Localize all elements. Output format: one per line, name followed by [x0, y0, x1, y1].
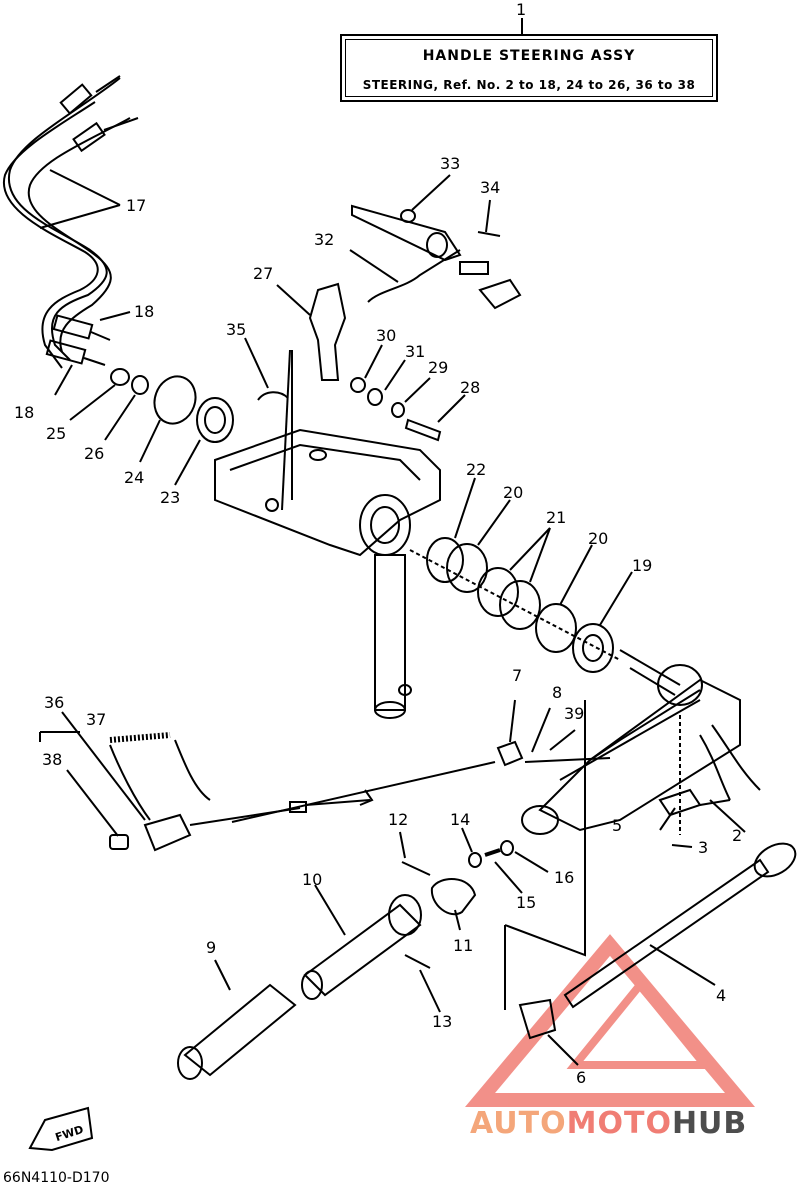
callout-28: 28 — [460, 378, 481, 397]
part-throttle-shaft-10 — [301, 894, 422, 1000]
callout-36: 36 — [44, 693, 65, 712]
part-washer-20a — [446, 543, 488, 593]
callout-16: 16 — [554, 868, 575, 887]
callout-25: 25 — [46, 424, 67, 443]
part-bracket-7 — [496, 740, 524, 767]
part-collar-11 — [430, 877, 477, 916]
callout-35: 35 — [226, 320, 247, 339]
callout-27: 27 — [253, 264, 274, 283]
part-washer-20b — [535, 603, 577, 653]
part-cap-38 — [109, 834, 129, 850]
fwd-arrow-icon — [28, 1106, 94, 1152]
callout-3: 3 — [698, 838, 709, 857]
part-link-33 — [351, 204, 462, 262]
part-rod-32 — [367, 249, 461, 303]
part-washer-19 — [572, 623, 614, 673]
watermark-part-2: MOTO — [566, 1106, 672, 1141]
callout-19: 19 — [632, 556, 653, 575]
callout-33: 33 — [440, 154, 461, 173]
callout-23: 23 — [160, 488, 181, 507]
part-plate-24 — [153, 375, 197, 425]
callout-38: 38 — [42, 750, 63, 769]
part-washer-23 — [196, 397, 234, 443]
part-bushing-21a — [477, 567, 519, 617]
part-spring-15 — [484, 848, 501, 857]
drawing-code: 66N4110-D170 — [3, 1170, 110, 1186]
callout-26: 26 — [84, 444, 105, 463]
steering-cables — [2, 75, 139, 369]
callout-31: 31 — [405, 342, 426, 361]
callout-7: 7 — [512, 666, 523, 685]
steering-bracket — [214, 428, 441, 719]
callout-11: 11 — [453, 936, 474, 955]
callout-32: 32 — [314, 230, 335, 249]
callout-10: 10 — [302, 870, 323, 889]
callout-24: 24 — [124, 468, 145, 487]
part-nut-25 — [110, 368, 130, 386]
callout-4: 4 — [716, 986, 727, 1005]
part-switch-36 — [143, 813, 192, 852]
callout-14: 14 — [450, 810, 471, 829]
part-washer-29 — [391, 402, 405, 418]
callout-18-upper: 18 — [134, 302, 155, 321]
callout-20-lower: 20 — [588, 529, 609, 548]
callout-20-upper: 20 — [503, 483, 524, 502]
part-washer-30 — [350, 377, 366, 393]
callout-18-lower: 18 — [14, 403, 35, 422]
callout-30: 30 — [376, 326, 397, 345]
callout-8: 8 — [552, 683, 563, 702]
watermark-text: AUTOMOTOHUB — [470, 1106, 747, 1141]
part-block-6 — [518, 998, 557, 1040]
part-throttle-cable-4 — [563, 842, 797, 1009]
part-washer-14 — [468, 852, 482, 868]
watermark-part-1: AUTO — [470, 1106, 567, 1141]
part-lever-27 — [308, 282, 347, 381]
callout-22: 22 — [466, 460, 487, 479]
watermark-logo — [464, 934, 756, 1107]
callout-34: 34 — [480, 178, 501, 197]
callout-13: 13 — [432, 1012, 453, 1031]
callout-12: 12 — [388, 810, 409, 829]
part-washer-22 — [426, 537, 464, 583]
part-lanyard-37 — [109, 732, 171, 743]
callout-17: 17 — [126, 196, 147, 215]
part-washer-26 — [131, 375, 149, 395]
part-collar-31 — [367, 388, 383, 406]
callout-29: 29 — [428, 358, 449, 377]
callout-2: 2 — [732, 826, 743, 845]
callout-1: 1 — [516, 0, 527, 19]
callout-9: 9 — [206, 938, 217, 957]
callout-15: 15 — [516, 893, 537, 912]
part-bolt-28 — [404, 418, 442, 442]
callout-39: 39 — [564, 704, 585, 723]
part-bushing-21b — [499, 580, 541, 630]
part-grip-9 — [177, 983, 297, 1080]
part-plate-16 — [500, 840, 514, 856]
callout-5: 5 — [612, 816, 623, 835]
callout-21: 21 — [546, 508, 567, 527]
title-box: HANDLE STEERING ASSY STEERING, Ref. No. … — [340, 34, 718, 102]
steering-handle-body — [521, 649, 741, 835]
callout-6: 6 — [576, 1068, 587, 1087]
part-clip-35 — [257, 391, 289, 401]
callout-37: 37 — [86, 710, 107, 729]
watermark-part-3: HUB — [671, 1106, 748, 1141]
